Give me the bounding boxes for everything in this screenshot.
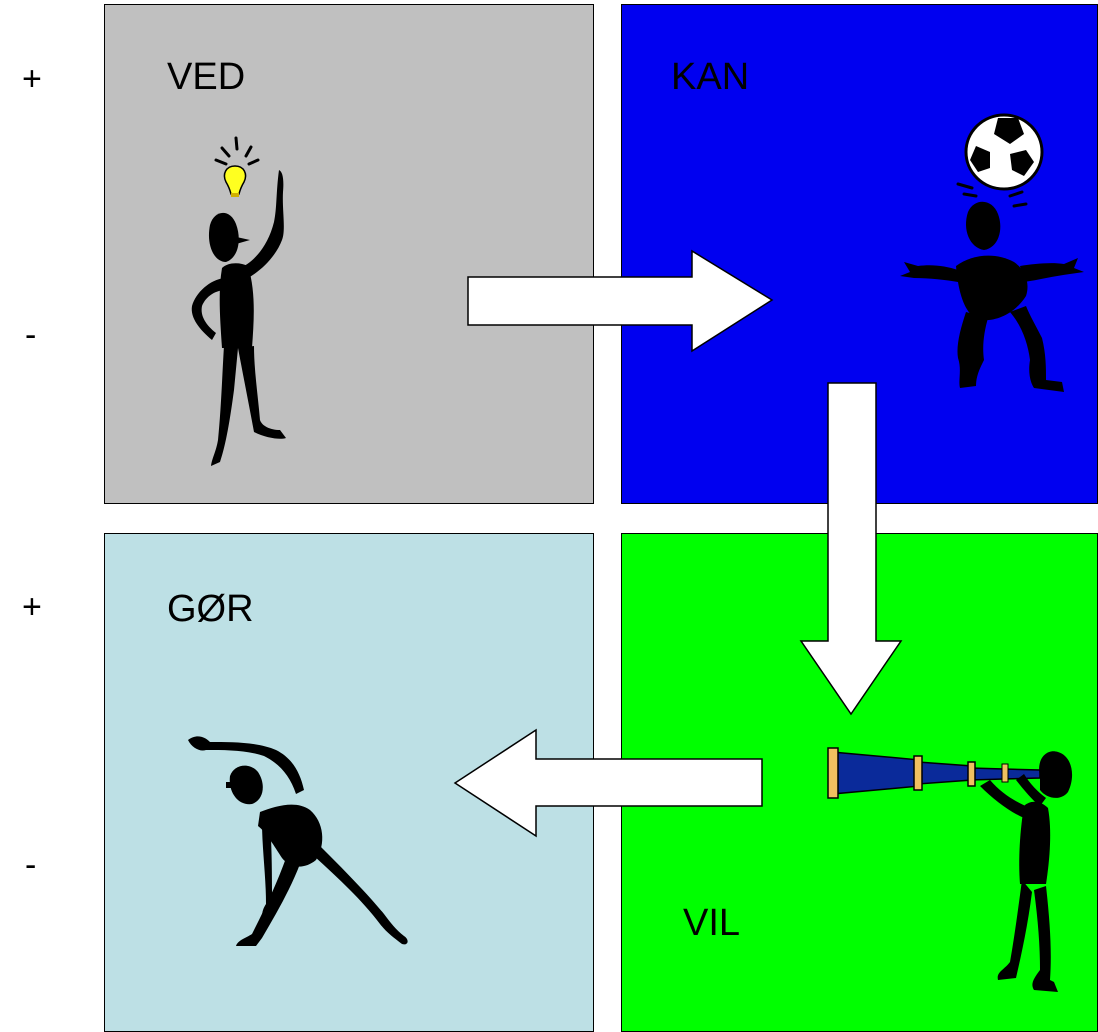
person-juggling-ball-icon bbox=[900, 113, 1084, 392]
label-vil: VIL bbox=[683, 902, 741, 944]
person-idea-icon bbox=[191, 136, 286, 466]
arrow-right bbox=[467, 249, 774, 353]
label-kan: KAN bbox=[671, 56, 750, 98]
arrow-left bbox=[453, 728, 763, 838]
arrow-down bbox=[799, 382, 903, 716]
sign-bottom-plus: + bbox=[22, 588, 42, 626]
sign-top-plus: + bbox=[22, 60, 42, 98]
person-telescope-icon bbox=[827, 747, 1073, 992]
label-gor: GØR bbox=[167, 588, 254, 630]
sign-top-minus: - bbox=[25, 316, 37, 354]
label-ved: VED bbox=[167, 56, 246, 98]
person-stretching-icon bbox=[188, 736, 408, 946]
quadrant-ved bbox=[104, 4, 594, 504]
sign-bottom-minus: - bbox=[25, 846, 37, 884]
